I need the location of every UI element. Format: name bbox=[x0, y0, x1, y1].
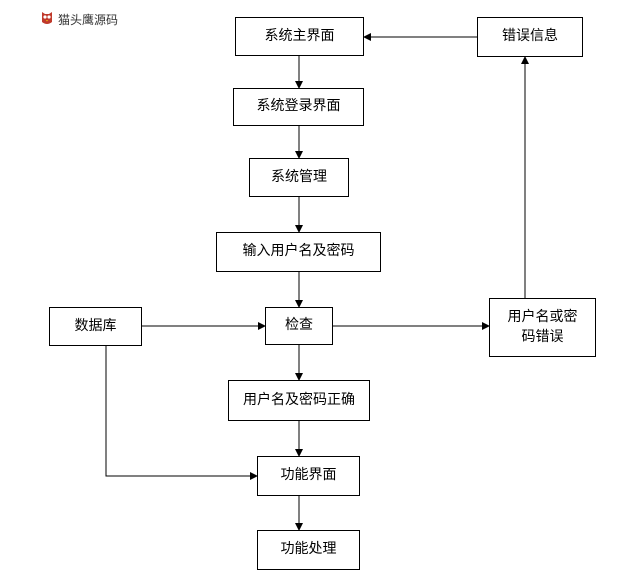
owl-icon bbox=[40, 10, 54, 29]
node-system-manage-label: 系统管理 bbox=[271, 168, 327, 185]
node-input-credentials-label: 输入用户名及密码 bbox=[242, 243, 355, 260]
node-credentials-wrong: 用户名或密 码错误 bbox=[489, 298, 596, 357]
node-credentials-wrong-line1: 用户名或密 bbox=[507, 308, 578, 325]
logo-text: 猫头鹰源码 bbox=[58, 13, 119, 27]
logo: 猫头鹰源码 bbox=[40, 10, 118, 29]
node-database: 数据库 bbox=[49, 307, 142, 346]
node-system-manage: 系统管理 bbox=[249, 158, 349, 197]
node-function-process: 功能处理 bbox=[257, 530, 360, 570]
node-check: 检查 bbox=[265, 307, 333, 345]
node-function-process-label: 功能处理 bbox=[280, 541, 337, 558]
node-input-credentials: 输入用户名及密码 bbox=[216, 232, 381, 272]
node-login-ui: 系统登录界面 bbox=[233, 88, 364, 126]
node-function-ui-label: 功能界面 bbox=[280, 467, 337, 484]
node-database-label: 数据库 bbox=[74, 317, 117, 334]
node-error-info-label: 错误信息 bbox=[502, 28, 558, 45]
node-credentials-wrong-line2: 码错误 bbox=[521, 328, 564, 345]
node-main-ui-label: 系统主界面 bbox=[264, 27, 335, 44]
node-login-ui-label: 系统登录界面 bbox=[256, 98, 341, 115]
edge-database-funcui bbox=[105, 346, 258, 480]
node-credentials-correct: 用户名及密码正确 bbox=[228, 380, 370, 421]
node-check-label: 检查 bbox=[285, 317, 313, 334]
node-function-ui: 功能界面 bbox=[257, 456, 360, 496]
node-error-info: 错误信息 bbox=[477, 17, 583, 57]
node-credentials-correct-label: 用户名及密码正确 bbox=[243, 391, 355, 408]
node-main-ui: 系统主界面 bbox=[235, 17, 364, 56]
